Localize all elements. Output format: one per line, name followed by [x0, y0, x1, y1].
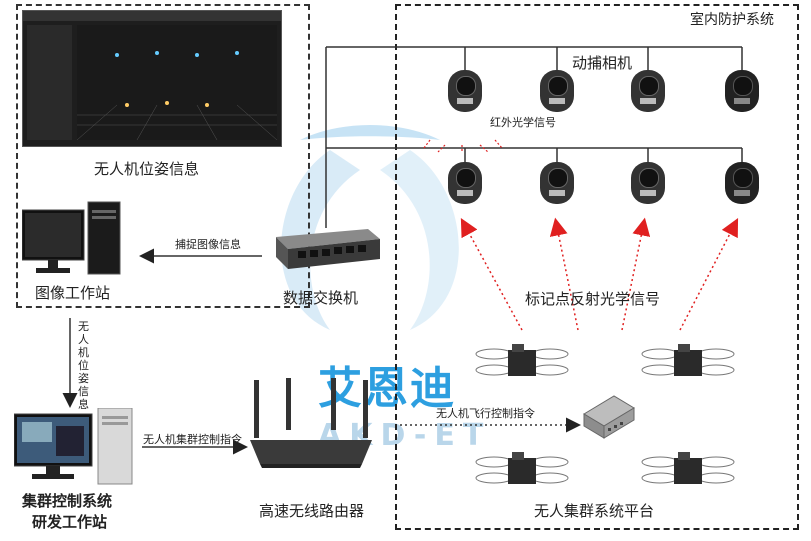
cluster-station-label-2: 研发工作站: [32, 513, 108, 531]
drone: [640, 340, 736, 384]
mocap-camera: [725, 70, 759, 112]
indoor-system-label: 室内防护系统: [690, 12, 774, 28]
mocap-camera: [631, 162, 665, 204]
wireless-router: [246, 378, 376, 470]
drone: [640, 448, 736, 492]
flight-cmd-label: 无人机飞行控制指令: [436, 407, 535, 420]
drone: [474, 448, 570, 492]
capture-info-label: 捕捉图像信息: [175, 238, 241, 251]
cluster-cmd-label: 无人机集群控制指令: [143, 433, 242, 446]
mocap-camera: [725, 162, 759, 204]
watermark-brand: 艾恩迪: [318, 363, 456, 414]
mocap-camera: [448, 162, 482, 204]
switch-label: 数据交换机: [283, 289, 359, 307]
cluster-workstation-computer: [14, 408, 134, 486]
pose-panel-label: 无人机位姿信息: [94, 160, 200, 178]
indoor-system-box: [395, 4, 799, 530]
cluster-station-label-1: 集群控制系统: [22, 492, 113, 510]
marker-signal-label: 标记点反射光学信号: [525, 290, 661, 308]
drone: [474, 340, 570, 384]
workstation-group-box: [16, 4, 310, 308]
mocap-camera: [448, 70, 482, 112]
data-switch: [272, 227, 380, 271]
router-label: 高速无线路由器: [259, 502, 365, 520]
ir-signal-label: 红外光学信号: [490, 116, 556, 129]
workstation-computer: [22, 198, 122, 278]
mocap-camera: [540, 162, 574, 204]
mocap-label: 动捕相机: [572, 54, 633, 72]
platform-label: 无人集群系统平台: [534, 502, 655, 520]
pose-arrow-label: 无人机位姿信息: [78, 320, 89, 411]
pose-screenshot: [22, 10, 282, 147]
mocap-camera: [631, 70, 665, 112]
flight-controller: [582, 392, 636, 442]
workstation-label: 图像工作站: [35, 284, 111, 302]
mocap-camera: [540, 70, 574, 112]
